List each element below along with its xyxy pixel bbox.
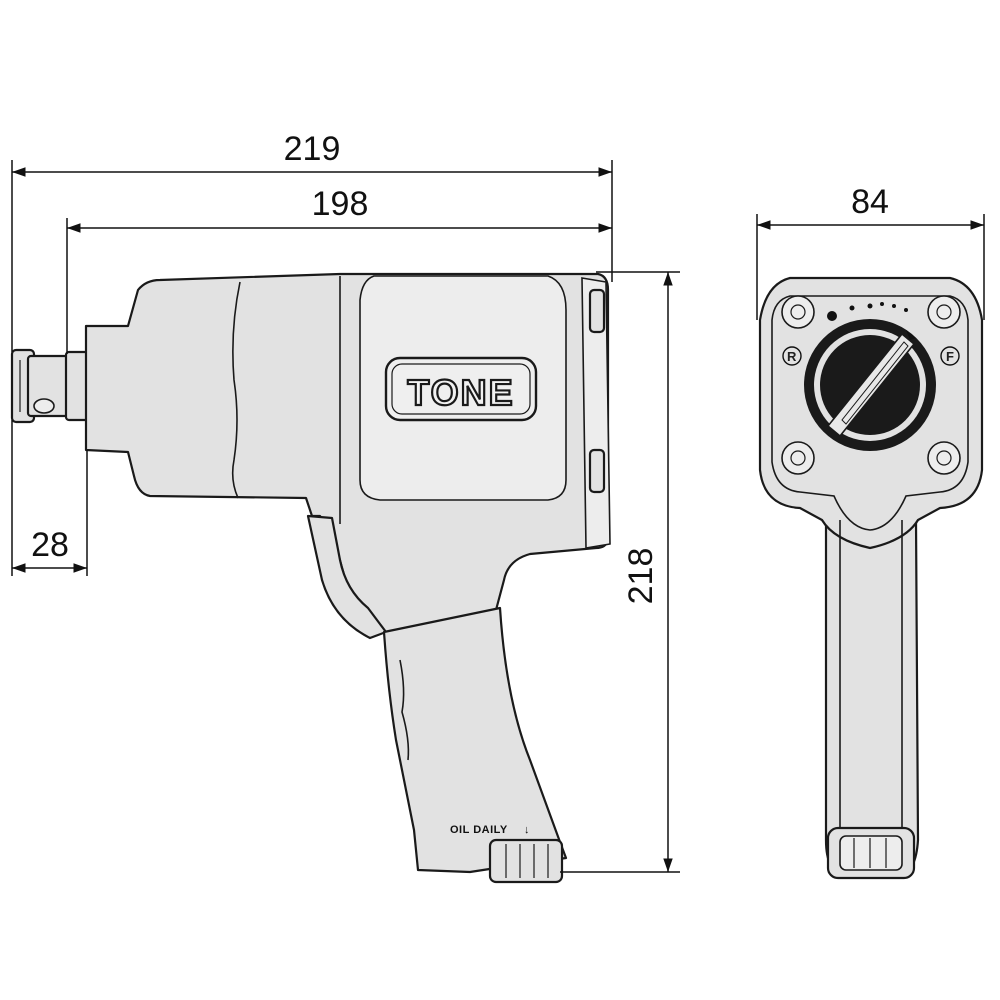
reverse-mark-icon: R [782,346,802,366]
height-dimension: 218 [622,548,660,605]
front-cap-seam [231,281,241,499]
body-length-dimension: 198 [312,185,369,223]
overall-length-dimension: 219 [284,130,341,168]
air-inlet [488,838,564,884]
corner-screws [781,295,961,475]
width-dimension: 84 [851,183,889,221]
oil-notice-label: OIL DAILY [450,824,508,836]
forward-mark-icon: F [940,346,960,366]
handle [382,606,568,874]
anvil [10,348,90,424]
side-view: TONE OIL DAILY ↓ [10,272,611,884]
svg-text:R: R [787,349,797,364]
oil-notice-arrow: ↓ [524,824,530,836]
svg-text:F: F [946,349,954,364]
dimension-lines: 219 198 28 218 84 [11,130,985,873]
rear-air-inlet [826,826,916,880]
power-level-dots [827,302,908,321]
brand-badge [384,356,538,422]
regulator-dial [804,319,936,451]
anvil-length-dimension: 28 [31,526,69,564]
brand-logo-text: TONE [407,372,514,413]
rear-view: R F [758,276,984,880]
